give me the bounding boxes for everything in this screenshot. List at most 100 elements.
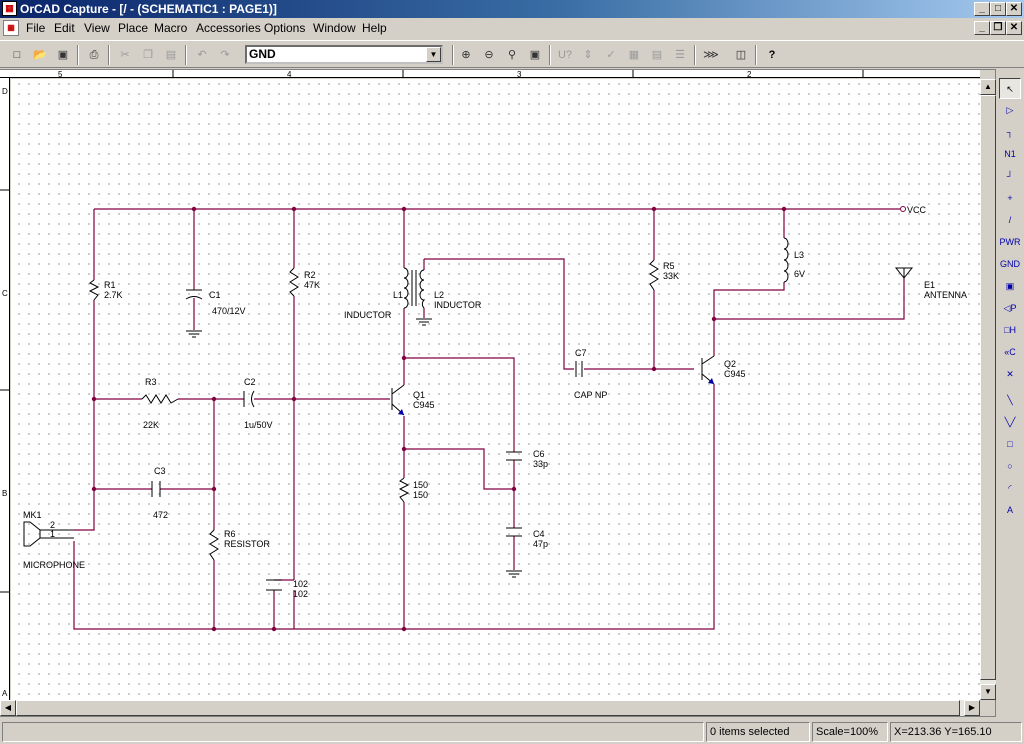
svg-text:22K: 22K [143,420,159,430]
print-icon[interactable]: ⎙ [89,49,99,61]
inductor-l1[interactable]: L1 INDUCTOR [344,267,413,320]
capacitor-c6[interactable]: C6 33p [506,449,548,469]
annotate-icon[interactable]: U? [557,49,573,61]
polyline-icon[interactable]: ╲╱ [999,412,1021,433]
new-icon[interactable]: □ [13,49,21,61]
doc-minimize-icon[interactable]: _ [974,21,990,35]
part-combo-box[interactable]: GND ▼ [245,45,443,64]
drc-icon[interactable]: ✓ [606,49,616,61]
transistor-q1[interactable]: Q1 C945 [391,384,435,416]
zoom-area-icon[interactable]: ⚲ [507,49,517,61]
part-icon[interactable]: ▷ [999,100,1021,121]
cross-reference-icon[interactable]: ▤ [651,49,663,61]
microphone-mk1[interactable]: MK1 2 1 MICROPHONE [23,510,85,570]
capacitor-c4[interactable]: C4 47p [506,527,548,578]
arc-icon[interactable]: ◜ [999,478,1021,499]
rectangle-icon[interactable]: □ [999,434,1021,455]
zoom-out-icon[interactable]: ⊖ [484,49,494,61]
inductor-l3[interactable]: L3 6V [783,237,805,283]
pin-icon[interactable]: □H [999,320,1021,341]
menu-place[interactable]: Place [118,21,149,35]
zoom-in-icon[interactable]: ⊕ [461,49,471,61]
menu-options[interactable]: Options [264,21,306,35]
menu-view[interactable]: View [84,21,110,35]
svg-text:470/12V: 470/12V [212,306,246,316]
scroll-left-icon[interactable]: ◀ [0,700,16,716]
menu-edit[interactable]: Edit [54,21,75,35]
schematic-canvas[interactable]: VCC R1 2.7K C1 470/12V [11,79,980,700]
vertical-scrollbar[interactable]: ▲ ▼ [980,79,996,700]
wire-icon[interactable]: ┐ [999,122,1021,143]
power-icon[interactable]: PWR [999,232,1021,253]
resistor-r5[interactable]: R5 33K [649,259,679,291]
hierarchical-block-icon[interactable]: ▣ [999,276,1021,297]
cut-icon[interactable]: ✂ [120,49,130,61]
ellipse-icon[interactable]: ○ [999,456,1021,477]
save-icon[interactable]: ▣ [57,49,69,61]
toolbar: □ 📂 ▣ ⎙ ✂ ❐ ▤ ↶ ↷ ⊕ ⊖ ⚲ ▣ U? ⇕ ✓ ▦ ▤ ☰ ⋙… [0,40,1024,68]
project-manager-icon[interactable]: ◫ [735,49,747,61]
doc-close-icon[interactable]: ✕ [1006,21,1022,35]
text-icon[interactable]: A [999,500,1021,521]
netlist-icon[interactable]: ▦ [628,49,640,61]
svg-text:47K: 47K [304,280,320,290]
capacitor-c1[interactable]: C1 470/12V [185,289,246,338]
vertical-scroll-thumb[interactable] [980,95,996,680]
close-icon[interactable]: ✕ [1006,2,1022,16]
zoom-all-icon[interactable]: ▣ [529,49,541,61]
capacitor-c3[interactable]: C3 472 [151,466,168,520]
vcc-port[interactable]: VCC [900,205,927,215]
scroll-up-icon[interactable]: ▲ [980,79,996,95]
antenna-e1[interactable]: E1 ANTENNA [894,267,967,300]
scroll-down-icon[interactable]: ▼ [980,684,996,700]
ground-icon[interactable]: GND [999,254,1021,275]
copy-icon[interactable]: ❐ [143,49,153,61]
document-icon[interactable]: ▦ [3,20,19,36]
resistor-r3[interactable]: R3 22K [141,377,179,430]
doc-restore-icon[interactable]: ❐ [990,21,1006,35]
net-alias-icon[interactable]: N1 [999,144,1021,165]
bill-of-materials-icon[interactable]: ☰ [675,49,685,61]
toolbar-separator [452,45,454,65]
snap-to-grid-icon[interactable]: ⋙ [703,49,719,61]
svg-text:R3: R3 [145,377,157,387]
menu-macro[interactable]: Macro [154,21,188,35]
undo-icon[interactable]: ↶ [197,49,207,61]
menu-file[interactable]: File [26,21,46,35]
svg-text:INDUCTOR: INDUCTOR [344,310,392,320]
no-connect-icon[interactable]: ✕ [999,364,1021,385]
off-page-connector-icon[interactable]: «C [999,342,1021,363]
chevron-down-icon[interactable]: ▼ [426,47,441,62]
minimize-icon[interactable]: _ [974,2,990,16]
resistor-r2[interactable]: R2 47K [289,267,320,297]
transistor-q2[interactable]: Q2 C945 [701,355,746,385]
resistor-r6[interactable]: R6 RESISTOR [209,529,270,561]
redo-icon[interactable]: ↷ [220,49,230,61]
svg-text:2: 2 [50,520,55,530]
resistor-150[interactable]: 150 150 [398,477,428,503]
capacitor-c2[interactable]: C2 1u/50V [243,377,273,430]
inductor-l2[interactable]: L2 INDUCTOR [415,269,482,326]
maximize-icon[interactable]: □ [990,2,1006,16]
horizontal-scroll-thumb[interactable] [16,700,960,716]
menu-help[interactable]: Help [362,21,387,35]
capacitor-c7[interactable]: C7 CAP NP [574,348,607,400]
svg-text:R5: R5 [663,261,675,271]
bus-icon[interactable]: ┘ [999,166,1021,187]
junction-icon[interactable]: + [999,188,1021,209]
port-icon[interactable]: ◁P [999,298,1021,319]
scroll-right-icon[interactable]: ▶ [964,700,980,716]
select-arrow-icon[interactable]: ↖ [999,78,1021,99]
svg-text:R2: R2 [304,270,316,280]
open-folder-icon[interactable]: 📂 [33,49,47,61]
menu-window[interactable]: Window [313,21,356,35]
capacitor-102[interactable]: 102 102 [266,579,308,599]
horizontal-scrollbar[interactable]: ◀ ▶ [0,700,980,716]
line-icon[interactable]: ╲ [999,390,1021,411]
menu-accessories[interactable]: Accessories [196,21,261,35]
paste-icon[interactable]: ▤ [165,49,177,61]
back-annotate-icon[interactable]: ⇕ [583,49,593,61]
help-icon[interactable]: ? [768,49,776,61]
resistor-r1[interactable]: R1 2.7K [88,279,123,301]
bus-entry-icon[interactable]: / [999,210,1021,231]
